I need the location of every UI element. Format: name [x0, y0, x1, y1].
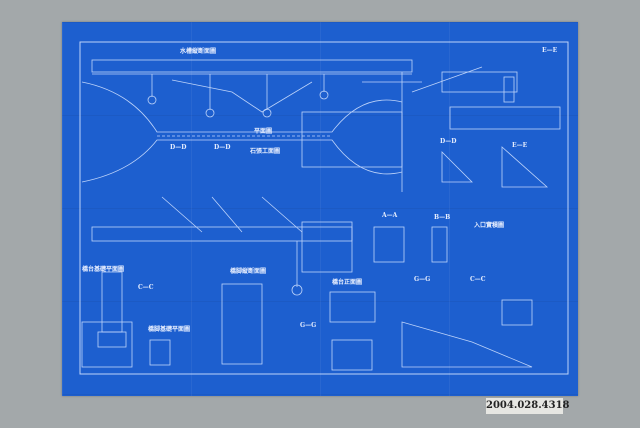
title-plan: 平面圖	[254, 128, 273, 135]
title-stonework: 石張工面圖	[250, 148, 281, 155]
title-elevation: 水槽縦断面圖	[180, 48, 217, 55]
section-label: D—D	[170, 144, 187, 151]
title-entrance: 入口實積圖	[474, 222, 505, 229]
section-label: E—E	[542, 47, 558, 54]
section-label: E—E	[512, 142, 528, 149]
section-label: G—G	[300, 322, 317, 329]
section-label: C—C	[138, 284, 154, 291]
section-label: G—G	[414, 276, 431, 283]
blueprint-sheet: 水槽縦断面圖 平面圖 石張工面圖 橋脚縦断面圖 橋脚基礎平面圖 橋台正面圖 橋台…	[62, 22, 578, 396]
section-label: D—D	[214, 144, 231, 151]
catalog-number-label: 2004.028.4318	[486, 398, 570, 414]
blueprint-drawing	[79, 41, 569, 375]
title-abutment-foundation: 橋台基礎平面圖	[82, 266, 125, 273]
title-pier-section: 橋脚縦断面圖	[230, 268, 267, 275]
section-label: B—B	[434, 214, 451, 221]
section-label: C—C	[470, 276, 486, 283]
title-abutment-front: 橋台正面圖	[332, 279, 363, 286]
title-pier-foundation: 橋脚基礎平面圖	[148, 326, 191, 333]
section-label: D—D	[440, 138, 457, 145]
section-label: A—A	[382, 212, 398, 219]
